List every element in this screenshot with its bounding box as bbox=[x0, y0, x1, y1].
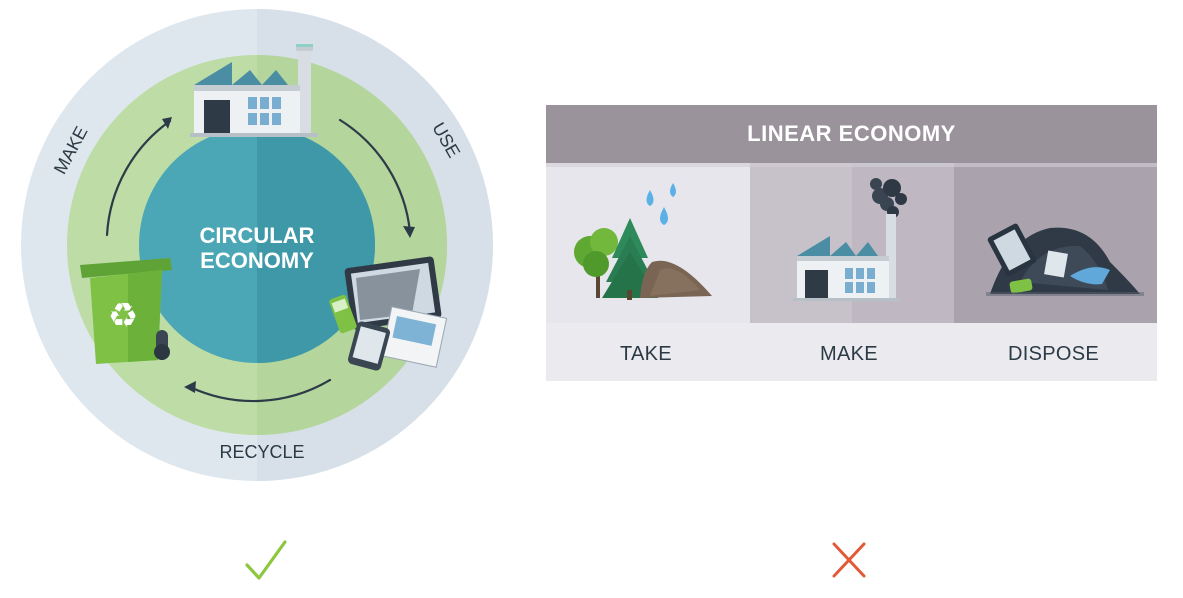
factory-illustration bbox=[190, 44, 318, 137]
cycle-arrows bbox=[105, 118, 412, 403]
circular-title-line2: ECONOMY bbox=[200, 248, 314, 273]
step-bar bbox=[546, 323, 1157, 381]
circular-title-line1: CIRCULAR bbox=[200, 223, 315, 248]
arrowhead-recycle bbox=[184, 381, 196, 393]
svg-text:♻: ♻ bbox=[108, 296, 138, 336]
label-recycle: RECYCLE bbox=[219, 442, 304, 462]
step-dispose: DISPOSE bbox=[1008, 343, 1100, 365]
arrow-make bbox=[105, 119, 172, 237]
panel-take bbox=[546, 163, 750, 323]
recycle-icon: ♻ bbox=[108, 296, 138, 336]
arrow-use bbox=[338, 118, 412, 234]
arrowhead-make bbox=[162, 117, 172, 129]
linear-economy-title: LINEAR ECONOMY bbox=[546, 105, 1157, 163]
arrowhead-use bbox=[403, 226, 415, 238]
polluting-factory-illustration bbox=[793, 178, 907, 301]
step-make: MAKE bbox=[820, 343, 878, 365]
recycling-bin-illustration: ♻ bbox=[80, 258, 172, 364]
step-take: TAKE bbox=[620, 343, 672, 365]
products-illustration bbox=[329, 256, 448, 371]
check-icon bbox=[245, 540, 287, 580]
arrow-recycle bbox=[188, 378, 332, 403]
cross-icon bbox=[832, 542, 866, 578]
waste-pile-illustration bbox=[986, 223, 1144, 296]
natural-resources-illustration bbox=[574, 183, 712, 300]
